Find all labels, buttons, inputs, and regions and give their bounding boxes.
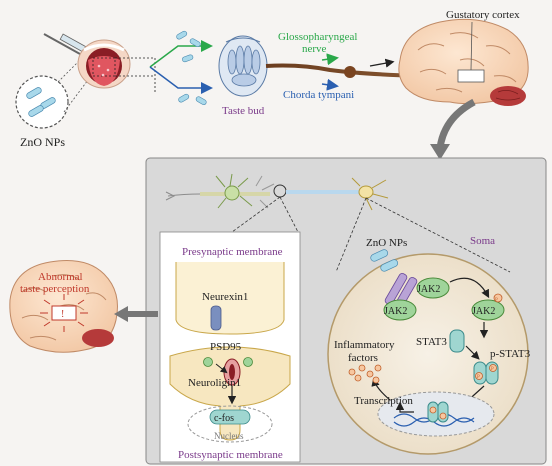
glossopharyngeal-label: Glossopharyngeal [278, 31, 357, 43]
abnormal-mark: ! [61, 309, 64, 320]
abnormal-taste-label: Abnormal [38, 271, 83, 283]
phosphate-mark-3: P [491, 367, 494, 372]
neurexin1-label: Neurexin1 [202, 291, 248, 303]
abnormal-taste-label-2: taste perception [20, 283, 90, 295]
neuroligin1-label: Neuroligin1 [188, 377, 241, 389]
inflammatory-factors-label-2: factors [348, 352, 378, 364]
nucleus-label: Nucleus [214, 431, 244, 441]
psd95-label: PSD95 [210, 341, 242, 353]
glossopharyngeal-label-2: nerve [302, 43, 327, 55]
cfos-label: c-fos [214, 413, 234, 424]
zno-nps-soma-label: ZnO NPs [366, 237, 407, 249]
brain-illustration-top [398, 18, 529, 106]
syringe-icon [43, 33, 87, 55]
taste-bud-arrows [149, 30, 213, 105]
zno-nps-label: ZnO NPs [20, 135, 65, 149]
taste-bud-label: Taste bud [222, 105, 265, 117]
zno-nanoparticles-callout [15, 47, 95, 129]
jak2-label-b: JAK2 [384, 306, 407, 317]
jak-stat-pathway [348, 249, 505, 437]
transcription-label: Transcription [354, 395, 413, 407]
soma-label: Soma [470, 235, 495, 247]
brain-illustration-abnormal [9, 260, 118, 353]
postsynaptic-membrane-label: Postsynaptic membrane [178, 449, 283, 461]
presynaptic-membrane-label: Presynaptic membrane [182, 246, 283, 258]
taste-bud-illustration [218, 35, 268, 97]
synapse-illustration [169, 262, 291, 443]
gustatory-cortex-label: Gustatory cortex [446, 9, 520, 21]
cranial-nerve [265, 63, 458, 78]
jak2-label-c: JAK2 [472, 306, 495, 317]
inflammatory-factors-label: Inflammatory [334, 339, 395, 351]
jak2-label-a: JAK2 [417, 284, 440, 295]
chorda-tympani-label: Chorda tympani [283, 89, 354, 101]
down-arrow [436, 98, 476, 149]
mouth-icon [77, 39, 131, 89]
phosphate-mark-1: P [495, 298, 498, 303]
p-stat3-label: p-STAT3 [490, 348, 531, 360]
neuron-chain [165, 173, 389, 211]
nerve-ganglion [344, 66, 356, 78]
phosphate-mark-2: P [477, 375, 480, 380]
stat3-label: STAT3 [416, 336, 447, 348]
tongue-zoom-lines [115, 57, 155, 77]
